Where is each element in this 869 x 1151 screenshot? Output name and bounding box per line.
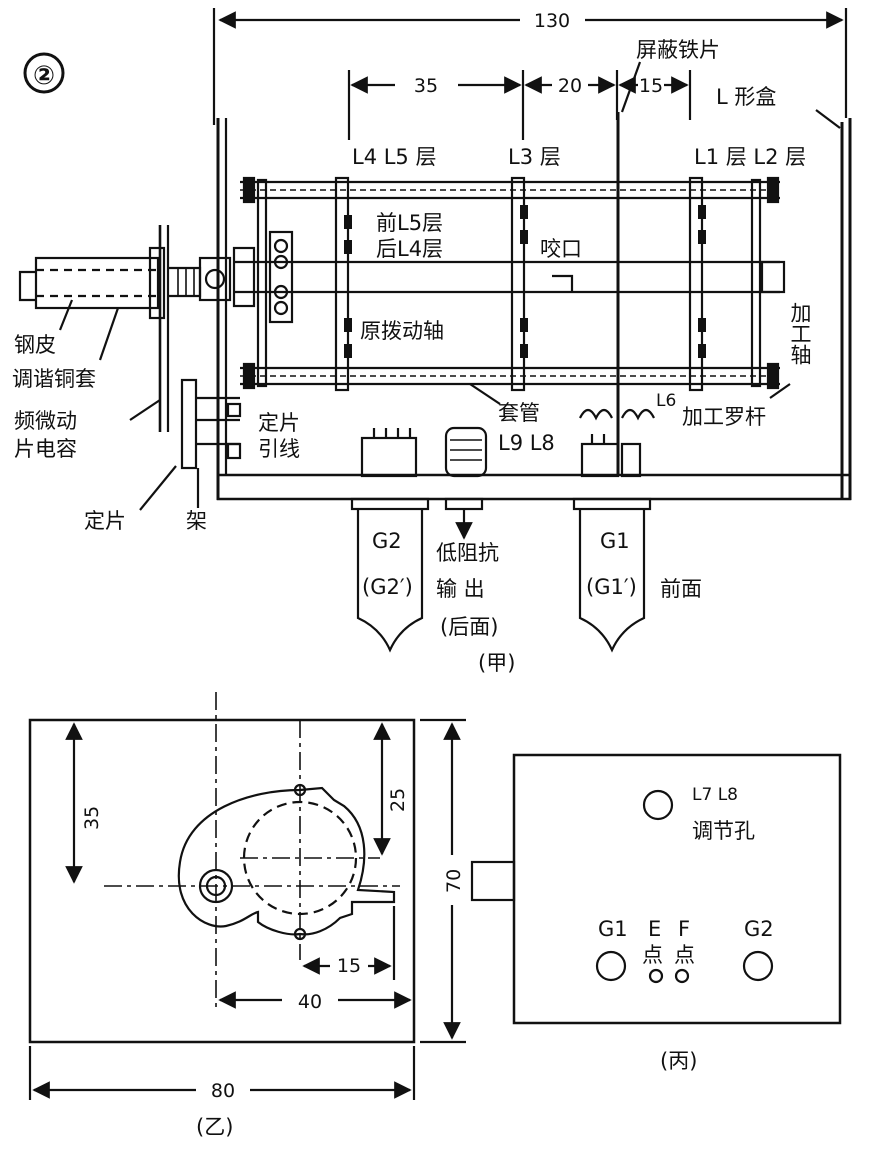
caption-yi: (乙) bbox=[196, 1115, 233, 1139]
label-added-shaft: 加工轴 bbox=[788, 302, 812, 365]
label-screw: 加工罗杆 bbox=[682, 405, 766, 429]
label-low-z-2: 输 出 bbox=[436, 577, 485, 601]
dim-35: 35 bbox=[81, 806, 103, 830]
label-bing-g2: G2 bbox=[744, 917, 774, 941]
label-back-l4: 后L4层 bbox=[376, 237, 443, 261]
socket-g1 bbox=[595, 950, 627, 982]
bing-shaft bbox=[470, 860, 516, 902]
label-front-l5: 前L5层 bbox=[376, 211, 443, 235]
dimension-overall: 130 bbox=[212, 8, 848, 125]
label-front: 前面 bbox=[660, 577, 702, 601]
label-g2p: (G2′) bbox=[362, 575, 413, 599]
panel-yi: 35 25 70 15 40 80 (乙) bbox=[28, 692, 466, 1139]
rods bbox=[240, 176, 780, 390]
bearing bbox=[232, 230, 294, 324]
dim-c-text: 15 bbox=[639, 75, 663, 97]
label-low-z-1: 低阻抗 bbox=[436, 541, 499, 565]
label-g2: G2 bbox=[372, 529, 402, 553]
dim-70: 70 bbox=[443, 869, 465, 893]
label-g1p: (G1′) bbox=[586, 575, 637, 599]
yi-plate bbox=[28, 718, 416, 1044]
tube-g1 bbox=[572, 497, 652, 653]
label-stator: 定片 bbox=[84, 509, 126, 533]
label-f-pt: 点 bbox=[674, 943, 695, 967]
shaft bbox=[234, 260, 786, 294]
label-stator-lead-1: 定片 bbox=[258, 411, 300, 435]
label-notch: 咬口 bbox=[540, 237, 582, 261]
figure-number: ② bbox=[33, 61, 55, 91]
label-stator-lead-2: 引线 bbox=[258, 437, 300, 461]
label-sleeve: 套管 bbox=[498, 401, 540, 425]
tune-hole bbox=[642, 789, 674, 821]
label-l3: L3 层 bbox=[508, 145, 561, 169]
label-l9l8: L9 L8 bbox=[498, 431, 555, 455]
caption-bing: (丙) bbox=[660, 1049, 697, 1073]
figure-number-circle bbox=[23, 52, 65, 94]
label-shaft: 原拨动轴 bbox=[360, 319, 444, 343]
dim-80: 80 bbox=[211, 1080, 235, 1102]
caption-jia: (甲) bbox=[478, 651, 515, 675]
dimension-row: 35 20 15 bbox=[347, 70, 692, 140]
dim-25: 25 bbox=[387, 788, 409, 812]
box-structure bbox=[216, 112, 852, 501]
label-l6: L6 bbox=[656, 391, 676, 411]
label-e-pt: 点 bbox=[642, 943, 663, 967]
dim-overall-text: 130 bbox=[534, 10, 570, 32]
base-components bbox=[360, 408, 655, 478]
label-trim-cap-1: 频微动 bbox=[14, 409, 77, 433]
point-e bbox=[648, 968, 664, 984]
bing-box bbox=[512, 753, 842, 1025]
label-l-box: L 形盒 bbox=[716, 85, 776, 109]
label-shield: 屏蔽铁片 bbox=[636, 38, 720, 62]
dim-b-text: 20 bbox=[558, 75, 582, 97]
label-f: F bbox=[678, 917, 690, 941]
label-bing-g1: G1 bbox=[598, 917, 628, 941]
tube-g2 bbox=[350, 497, 430, 653]
dim-40: 40 bbox=[298, 991, 322, 1013]
panel-bing: L7 L8 调节孔 G1 G2 E F 点 点 (丙) bbox=[470, 753, 842, 1073]
label-e: E bbox=[648, 917, 661, 941]
dim-15: 15 bbox=[337, 955, 361, 977]
coil-segments bbox=[344, 205, 706, 358]
yi-capacitor-outline bbox=[177, 786, 396, 936]
label-g1: G1 bbox=[600, 529, 630, 553]
tuning-assembly bbox=[18, 225, 232, 432]
label-tune-sleeve: 调谐铜套 bbox=[12, 367, 96, 391]
label-low-z-3: (后面) bbox=[440, 615, 498, 639]
label-bracket: 架 bbox=[186, 509, 207, 533]
point-f bbox=[674, 968, 690, 984]
label-l1l2: L1 层 L2 层 bbox=[694, 145, 806, 169]
dim-a-text: 35 bbox=[414, 75, 438, 97]
label-steel: 钢皮 bbox=[14, 333, 56, 357]
socket-g2 bbox=[742, 950, 774, 982]
label-trim-cap-2: 片电容 bbox=[14, 437, 77, 461]
coil-frames bbox=[256, 176, 762, 392]
label-tune-hole-2: 调节孔 bbox=[692, 819, 755, 843]
panel-jia: ② 130 35 20 15 屏蔽铁片 L 形盒 bbox=[12, 8, 852, 675]
trim-capacitor bbox=[180, 378, 242, 470]
label-tune-hole-1: L7 L8 bbox=[692, 785, 738, 805]
label-l4l5: L4 L5 层 bbox=[352, 145, 436, 169]
